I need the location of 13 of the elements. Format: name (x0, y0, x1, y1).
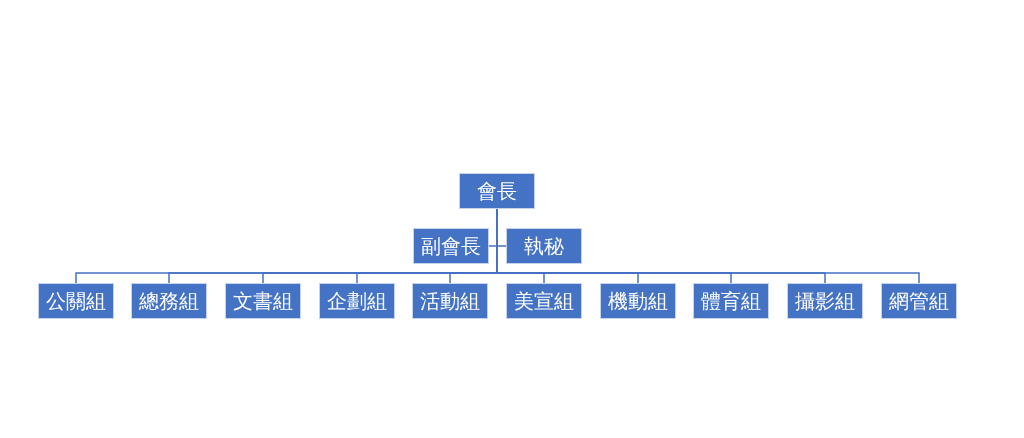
org-unit-box: 企劃組 (319, 283, 395, 319)
org-unit-box: 公關組 (38, 283, 114, 319)
org-unit-box: 活動組 (412, 283, 488, 319)
org-unit-box: 美宣組 (506, 283, 582, 319)
org-unit-box: 攝影組 (787, 283, 863, 319)
org-unit-box: 機動組 (600, 283, 676, 319)
org-unit-box: 會長 (459, 173, 535, 209)
org-unit-box: 文書組 (225, 283, 301, 319)
org-unit-box: 副會長 (413, 228, 489, 264)
org-unit-box: 總務組 (131, 283, 207, 319)
org-unit-box: 體育組 (693, 283, 769, 319)
org-unit-box: 執秘 (506, 228, 582, 264)
org-unit-box: 網管組 (881, 283, 957, 319)
